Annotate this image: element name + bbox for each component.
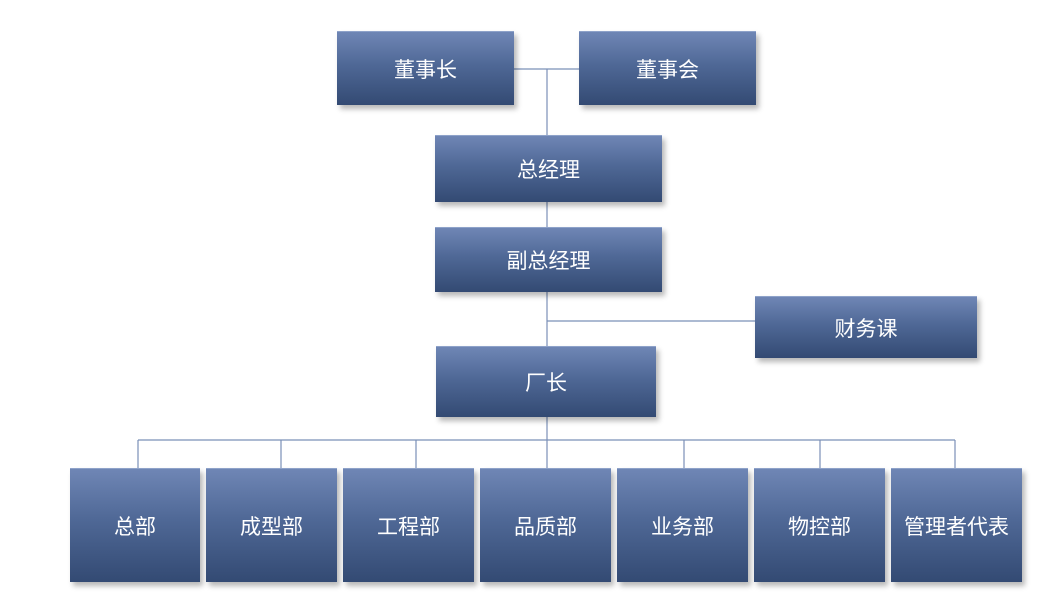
node-label: 业务部 bbox=[651, 514, 714, 539]
node-department: 总部 bbox=[70, 468, 200, 582]
node-label: 物控部 bbox=[788, 514, 851, 539]
node-department: 品质部 bbox=[480, 468, 611, 582]
node-label: 厂长 bbox=[525, 371, 567, 395]
node-label: 工程部 bbox=[377, 514, 440, 539]
node-department: 业务部 bbox=[617, 468, 748, 582]
node-general-manager: 总经理 bbox=[435, 135, 662, 202]
node-label: 总部 bbox=[114, 514, 156, 539]
node-department: 管理者代表 bbox=[891, 468, 1022, 582]
node-deputy-general-manager: 副总经理 bbox=[435, 227, 662, 292]
node-chairman: 董事长 bbox=[337, 31, 514, 105]
node-board: 董事会 bbox=[579, 31, 756, 105]
node-label: 董事会 bbox=[636, 57, 699, 82]
node-finance: 财务课 bbox=[755, 296, 977, 358]
node-department: 工程部 bbox=[343, 468, 474, 582]
node-department: 成型部 bbox=[206, 468, 337, 582]
node-factory-director: 厂长 bbox=[436, 346, 656, 417]
node-label: 财务课 bbox=[834, 316, 898, 341]
node-label: 副总经理 bbox=[506, 249, 591, 273]
node-label: 总经理 bbox=[517, 158, 580, 182]
node-label: 成型部 bbox=[240, 514, 303, 539]
node-label: 董事长 bbox=[394, 57, 457, 82]
node-department: 物控部 bbox=[754, 468, 885, 582]
node-label: 管理者代表 bbox=[904, 514, 1009, 539]
node-label: 品质部 bbox=[514, 514, 577, 539]
